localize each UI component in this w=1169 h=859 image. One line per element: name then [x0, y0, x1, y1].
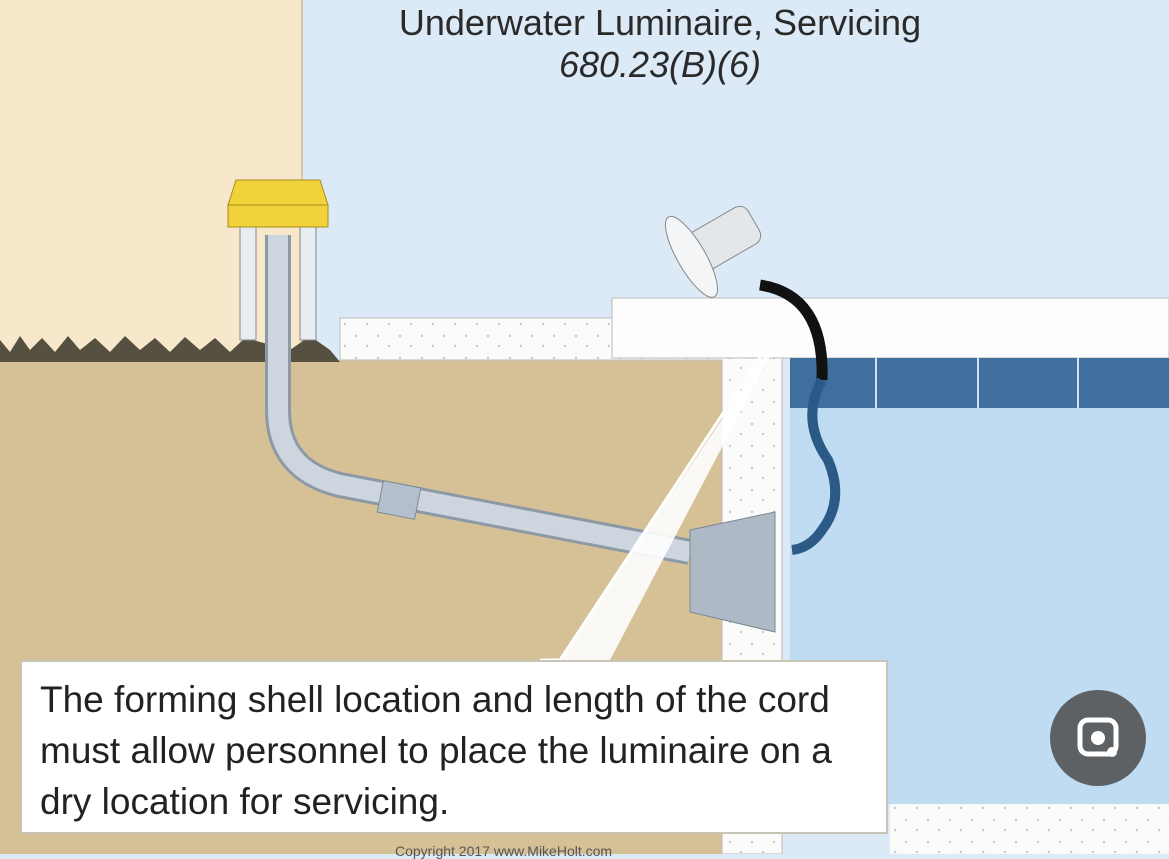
google-lens-icon	[1077, 717, 1119, 757]
copyright: Copyright 2017 www.MikeHolt.com	[395, 843, 613, 859]
coping	[611, 297, 1169, 359]
forming-shell	[689, 511, 776, 633]
grass	[0, 336, 340, 362]
cord	[758, 279, 828, 381]
diagram-title: Underwater Luminaire, Servicing	[398, 2, 922, 43]
luminaire	[664, 205, 762, 298]
code-reference: 680.23(B)(6)	[558, 44, 762, 85]
callout-box: The forming shell location and length of…	[20, 660, 888, 834]
google-lens-button[interactable]	[1050, 690, 1146, 786]
junction-box	[227, 179, 329, 341]
callout-text: The forming shell location and length of…	[40, 679, 832, 822]
tile-band	[790, 358, 1169, 408]
